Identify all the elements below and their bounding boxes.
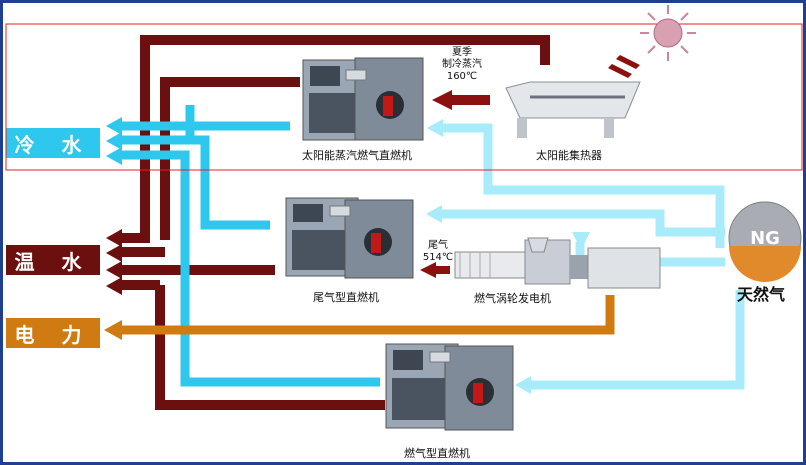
power-box xyxy=(6,318,100,348)
cold-water-arrowheads xyxy=(106,117,122,165)
gas-chiller-caption: 燃气型直燃机 xyxy=(404,447,470,460)
natural-gas-label: 天然气 xyxy=(737,285,786,304)
summer-note: 夏季 制冷蒸汽 160℃ xyxy=(440,47,484,83)
steam-arrow xyxy=(432,90,490,110)
gas-turbine-caption: 燃气涡轮发电机 xyxy=(474,292,551,305)
ng-badge-text: NG xyxy=(750,228,780,249)
exhaust-arrow xyxy=(420,262,450,278)
summer-note-line1: 夏季 xyxy=(452,47,472,58)
electricity-label: 电 力 xyxy=(14,322,92,347)
cold-water-box xyxy=(6,128,100,158)
chiller-icon xyxy=(285,197,414,279)
electricity-arrowhead xyxy=(104,320,122,340)
warm-water-box xyxy=(6,245,100,275)
solar-collector-caption: 太阳能集热器 xyxy=(536,149,602,162)
warm-water-arrowheads xyxy=(106,229,122,295)
solar-collector-icon xyxy=(505,55,641,138)
cold-water-label: 冷 水 xyxy=(14,132,92,157)
turbine-icon xyxy=(454,237,661,289)
chiller-icon xyxy=(302,57,424,141)
exhaust-note-line2: 514℃ xyxy=(422,252,454,263)
summer-note-line3: 160℃ xyxy=(446,71,478,82)
sun-icon xyxy=(640,5,696,61)
solar-section-highlight xyxy=(5,23,803,171)
exhaust-note: 尾气 514℃ xyxy=(418,240,458,264)
ng-ball-icon: NG xyxy=(728,201,802,282)
summer-note-line2: 制冷蒸汽 xyxy=(442,59,482,70)
solar-steam-chiller-caption: 太阳能蒸汽燃气直燃机 xyxy=(302,149,412,162)
chiller-icon xyxy=(385,343,514,431)
electricity-pipe xyxy=(120,295,615,335)
gas-arrowheads xyxy=(426,119,590,394)
warm-water-label: 温 水 xyxy=(14,249,92,274)
cold-water-pipes xyxy=(120,105,380,387)
exhaust-chiller-caption: 尾气型直燃机 xyxy=(313,291,379,304)
exhaust-note-line1: 尾气 xyxy=(428,240,448,251)
